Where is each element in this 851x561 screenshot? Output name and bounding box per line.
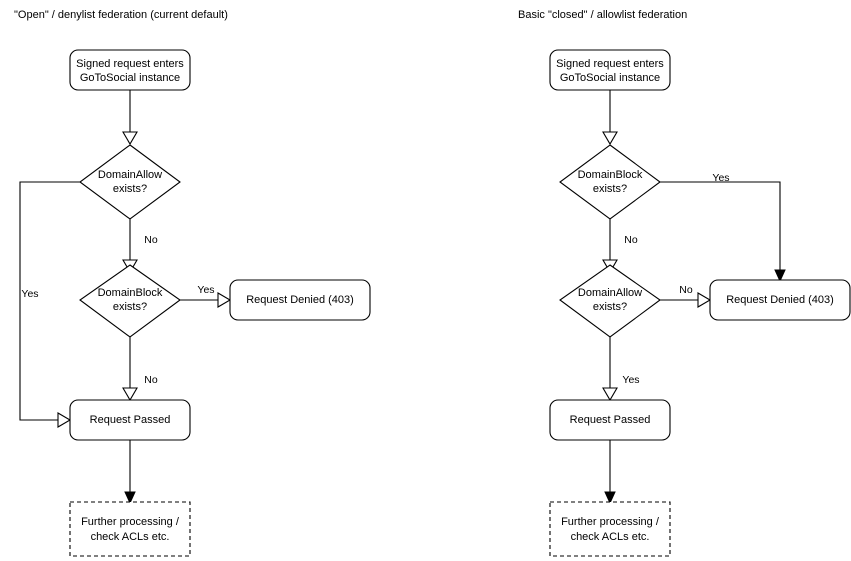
right-entry-line1: Signed request enters xyxy=(556,58,664,70)
left-further-line2: check ACLs etc. xyxy=(91,531,170,543)
node-left-further: Further processing / check ACLs etc. xyxy=(69,501,191,557)
edge-right-decision2-yes-to-passed: Yes xyxy=(602,337,640,402)
right-denied-label: Request Denied (403) xyxy=(726,294,834,306)
node-right-passed: Request Passed xyxy=(549,399,671,441)
right-e1-arrowhead xyxy=(602,131,618,146)
node-right-decision-2: DomainAllow exists? xyxy=(559,264,661,338)
right-passed-label: Request Passed xyxy=(570,414,651,426)
edge-left-entry-to-decision1 xyxy=(122,90,138,146)
left-e3-label: No xyxy=(144,234,158,246)
left-dec-2-line1: DomainBlock xyxy=(98,287,163,299)
left-e6-arrowhead xyxy=(124,491,136,505)
right-e6-arrowhead xyxy=(604,491,616,505)
edge-right-decision2-no-to-denied: No xyxy=(660,284,712,308)
left-e4-arrowhead xyxy=(217,292,232,308)
left-e2-label: Yes xyxy=(21,288,38,300)
right-e4-label: No xyxy=(679,284,693,296)
right-further-line2: check ACLs etc. xyxy=(571,531,650,543)
left-column-heading: "Open" / denylist federation (current de… xyxy=(14,9,228,21)
edge-left-decision2-yes-to-denied: Yes xyxy=(180,284,232,308)
right-dec-2-line2: exists? xyxy=(593,301,627,313)
right-dec-1-line1: DomainBlock xyxy=(578,169,643,181)
edge-right-entry-to-decision1 xyxy=(602,90,618,146)
left-dec-1-line1: DomainAllow xyxy=(98,169,162,181)
left-entry-shape xyxy=(69,49,191,91)
right-denied-shape xyxy=(709,279,851,321)
edge-left-decision2-no-to-passed: No xyxy=(122,337,158,402)
left-denied-label: Request Denied (403) xyxy=(246,294,354,306)
column-right: Basic "closed" / allowlist federation Si… xyxy=(518,9,851,557)
right-dec-1-line2: exists? xyxy=(593,183,627,195)
node-left-decision-1: DomainAllow exists? xyxy=(79,144,181,220)
node-right-denied: Request Denied (403) xyxy=(709,279,851,321)
right-e4-arrowhead xyxy=(697,292,712,308)
edge-right-decision1-no-to-decision2: No xyxy=(602,219,638,274)
edge-left-decision1-no-to-decision2: No xyxy=(122,219,158,274)
left-further-line1: Further processing / xyxy=(81,516,180,528)
right-e5-label: Yes xyxy=(622,374,639,386)
right-e3-label: No xyxy=(624,234,638,246)
right-e2-arrowhead xyxy=(774,269,786,283)
right-entry-shape xyxy=(549,49,671,91)
left-e5-label: No xyxy=(144,374,158,386)
column-left: "Open" / denylist federation (current de… xyxy=(14,9,371,557)
node-right-entry: Signed request enters GoToSocial instanc… xyxy=(549,49,671,91)
left-e1-arrowhead xyxy=(122,131,138,146)
left-passed-label: Request Passed xyxy=(90,414,171,426)
node-left-entry: Signed request enters GoToSocial instanc… xyxy=(69,49,191,91)
edge-left-decision1-yes-to-passed: Yes xyxy=(19,181,80,428)
node-left-denied: Request Denied (403) xyxy=(229,279,371,321)
left-entry-line2: GoToSocial instance xyxy=(80,72,180,84)
node-right-further: Further processing / check ACLs etc. xyxy=(549,501,671,557)
right-column-heading: Basic "closed" / allowlist federation xyxy=(518,9,687,21)
left-e2-arrowhead xyxy=(57,412,72,428)
right-e5-arrowhead xyxy=(602,387,618,402)
right-further-line1: Further processing / xyxy=(561,516,660,528)
left-further-shape xyxy=(69,501,191,557)
edge-right-decision1-yes-to-denied: Yes xyxy=(660,172,786,283)
left-dec-1-line2: exists? xyxy=(113,183,147,195)
node-left-passed: Request Passed xyxy=(69,399,191,441)
node-left-decision-2: DomainBlock exists? xyxy=(79,264,181,338)
right-dec-2-line1: DomainAllow xyxy=(578,287,642,299)
node-right-decision-1: DomainBlock exists? xyxy=(559,144,661,220)
left-entry-line1: Signed request enters xyxy=(76,58,184,70)
edge-right-passed-to-further xyxy=(604,440,616,505)
left-dec-2-line2: exists? xyxy=(113,301,147,313)
edge-left-passed-to-further xyxy=(124,440,136,505)
right-entry-line2: GoToSocial instance xyxy=(560,72,660,84)
right-e2-line xyxy=(660,181,781,274)
left-denied-shape xyxy=(229,279,371,321)
right-further-shape xyxy=(549,501,671,557)
left-e5-arrowhead xyxy=(122,387,138,402)
right-e2-label: Yes xyxy=(712,172,729,184)
left-e4-label: Yes xyxy=(197,284,214,296)
left-e2-line xyxy=(19,181,80,421)
